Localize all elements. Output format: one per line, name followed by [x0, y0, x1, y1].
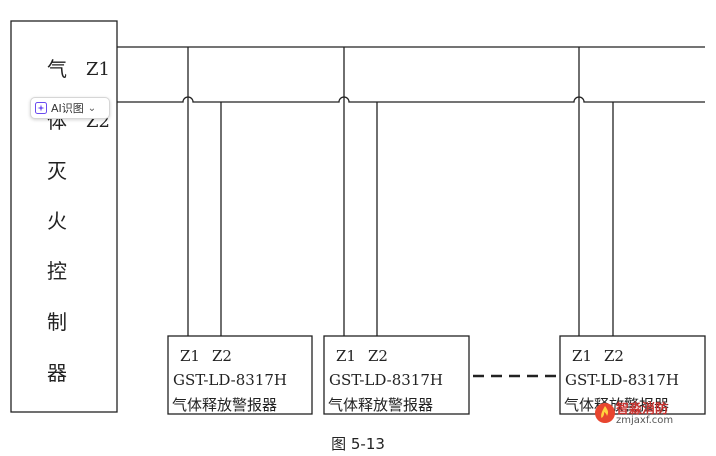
- controller-char-5: 控: [47, 259, 67, 283]
- device-box-2: [323, 335, 470, 415]
- flame-shield-icon: [595, 403, 615, 423]
- watermark-name: 智淼消防: [616, 402, 669, 417]
- controller-z1-label: Z1: [86, 59, 110, 80]
- device-2-name: 气体释放警报器: [328, 396, 434, 414]
- device-2-z1: Z1: [336, 347, 356, 365]
- controller-char-6: 制: [47, 310, 67, 334]
- device-3-z1: Z1: [572, 347, 592, 365]
- controller-char-4: 火: [47, 209, 67, 233]
- bus-z2: [117, 96, 705, 103]
- device-1-model: GST-LD-8317H: [173, 371, 287, 389]
- device-box-1: [167, 335, 313, 415]
- watermark-url: zmjaxf.com: [616, 415, 674, 426]
- controller-char-7: 器: [47, 361, 67, 385]
- device-box-3: [559, 335, 706, 415]
- device-1-z1: Z1: [180, 347, 200, 365]
- device-3-z2: Z2: [604, 347, 624, 365]
- controller-box: [10, 20, 118, 413]
- device-2-model: GST-LD-8317H: [329, 371, 443, 389]
- device-3-model: GST-LD-8317H: [565, 371, 679, 389]
- chevron-down-icon[interactable]: ⌄: [87, 102, 97, 114]
- ai-recognize-button[interactable]: AI识图 ⌄: [30, 97, 110, 119]
- device-2-z2: Z2: [368, 347, 388, 365]
- ai-recognize-label: AI识图: [51, 102, 84, 115]
- controller-char-1: 气: [47, 57, 67, 81]
- device-1-name: 气体释放警报器: [172, 396, 278, 414]
- figure-caption: 图 5-13: [331, 435, 385, 453]
- device-1-z2: Z2: [212, 347, 232, 365]
- device-3-name: 气体释放警报器: [564, 396, 670, 414]
- controller-char-3: 灭: [47, 159, 67, 183]
- watermark: 智淼消防 zmjaxf.com: [594, 398, 694, 432]
- ai-sparkle-icon: [35, 102, 47, 114]
